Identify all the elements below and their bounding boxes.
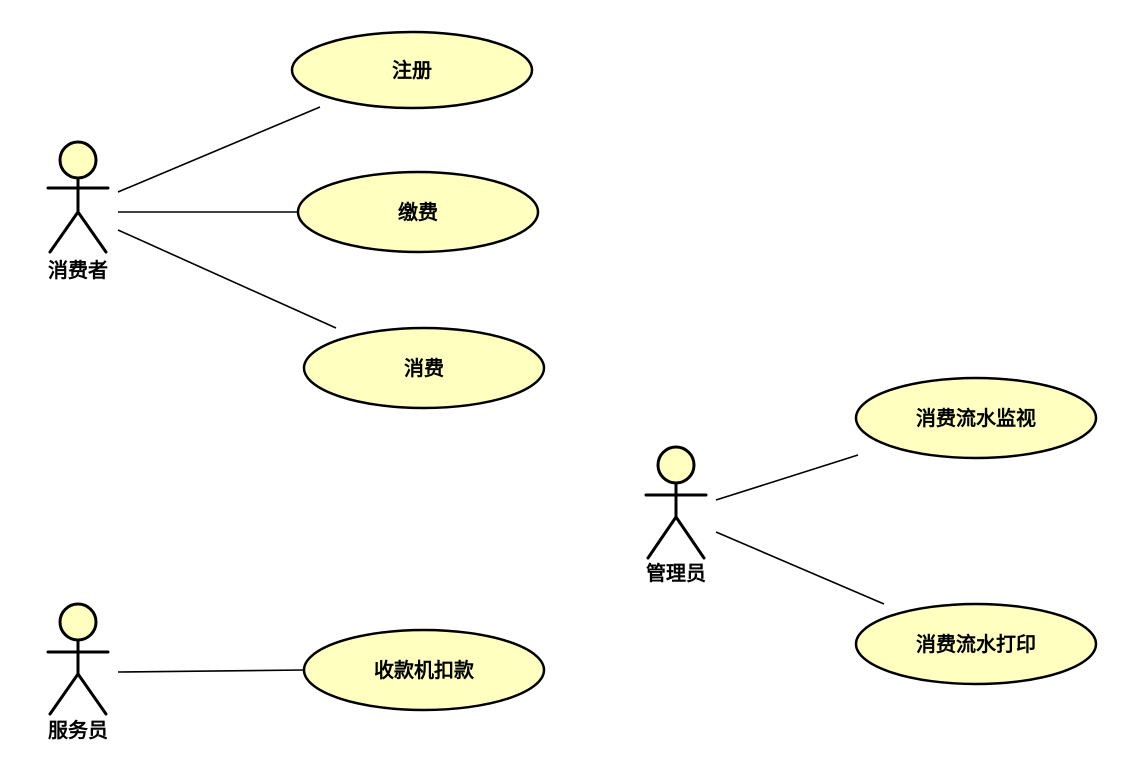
use-case-label: 注册 [392, 58, 432, 82]
use-case-label: 收款机扣款 [374, 658, 475, 682]
use-case-label: 消费流水打印 [916, 632, 1036, 656]
use-case-ellipse [296, 170, 540, 254]
use-case-payment: 缴费 [296, 170, 540, 254]
actor-left-leg [48, 210, 80, 254]
actor-right-leg [674, 515, 706, 560]
associations [117, 106, 885, 673]
actor-label: 消费者 [48, 258, 108, 282]
use-case-ellipse [302, 326, 546, 410]
use-case-register: 注册 [290, 30, 534, 110]
actor-label: 管理员 [646, 561, 706, 585]
use-case-record-print: 消费流水打印 [854, 602, 1098, 686]
association-consumer-register [117, 106, 321, 193]
use-case-label: 缴费 [398, 200, 438, 224]
use-case-label: 消费 [404, 356, 444, 380]
association-admin-print [715, 531, 885, 605]
actor-waiter: 服务员 [46, 602, 110, 742]
use-case-ellipse [854, 602, 1098, 686]
association-consumer-consume [117, 229, 337, 329]
actor-label: 服务员 [48, 718, 108, 742]
actor-head [58, 140, 98, 180]
actor-right-leg [76, 672, 108, 716]
actor-head [58, 602, 98, 642]
actor-left-leg [48, 672, 80, 716]
actor-left-leg [646, 515, 678, 560]
use-case-ellipse [302, 628, 546, 712]
actor-consumer: 消费者 [46, 140, 110, 282]
actor-administrator: 管理员 [644, 445, 708, 585]
use-case-record-monitor: 消费流水监视 [854, 376, 1098, 460]
use-case-register-deduction: 收款机扣款 [302, 628, 546, 712]
actor-right-leg [76, 210, 108, 254]
use-case-ellipse [290, 30, 534, 110]
actor-head [656, 445, 696, 485]
association-waiter-deduct [117, 669, 305, 673]
use-case-consume: 消费 [302, 326, 546, 410]
use-case-ellipse [854, 376, 1098, 460]
use-case-label: 消费流水监视 [916, 406, 1036, 430]
association-admin-monitor [715, 454, 859, 501]
